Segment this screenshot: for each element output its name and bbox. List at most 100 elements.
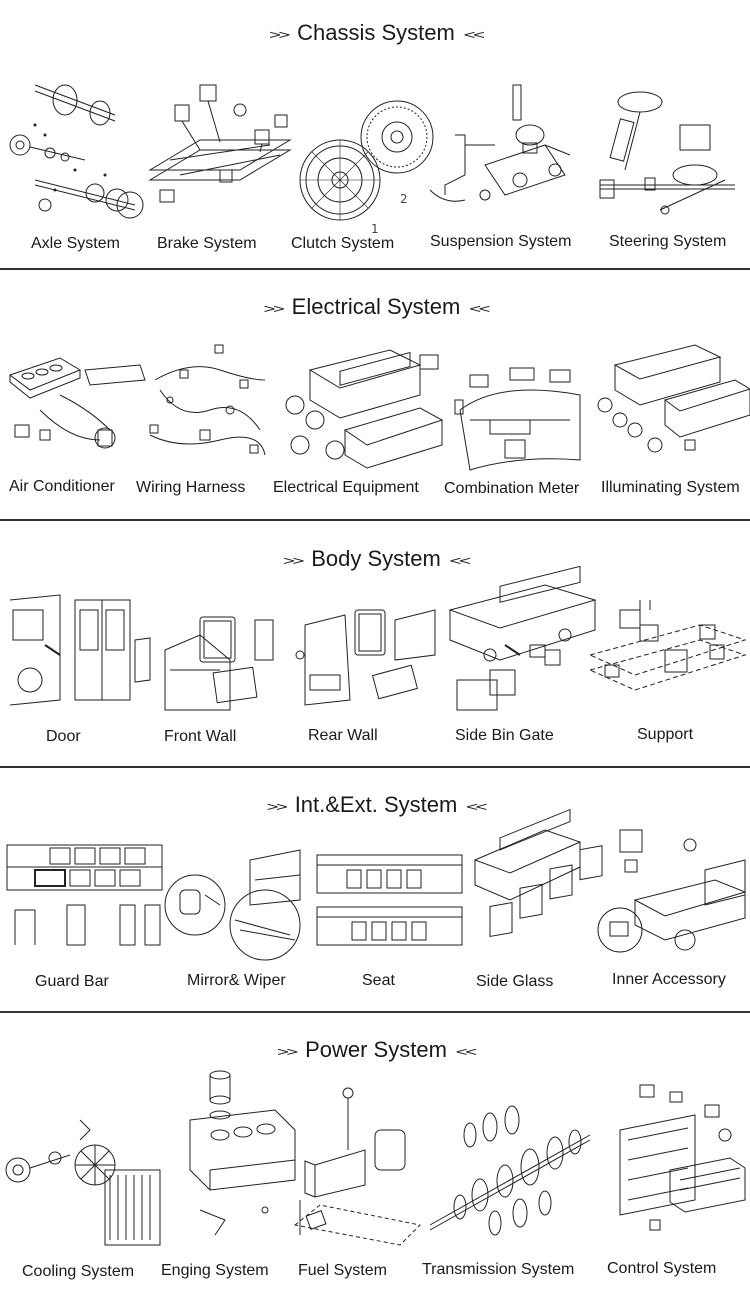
double-chevron-left-icon: << (468, 301, 491, 316)
card-label: Door (46, 728, 81, 745)
side-bin-gate-card[interactable]: Side Bin Gate (445, 565, 605, 750)
side-glass-card[interactable]: Side Glass (470, 808, 620, 995)
card-label: Axle System (31, 235, 120, 252)
air-conditioner-drawing-icon (8, 357, 146, 449)
section-title-int-ext: >> Int.&Ext. System << (0, 792, 750, 818)
card-label: Cooling System (22, 1263, 135, 1280)
card-label: Front Wall (164, 728, 237, 745)
inner-accessory-card[interactable]: Inner Accessory (595, 829, 750, 995)
guard-bar-card[interactable]: Guard Bar (5, 840, 165, 995)
guard-bar-drawing-icon (6, 844, 163, 946)
card-label: Air Conditioner (9, 478, 115, 495)
seat-drawing-icon (316, 854, 463, 946)
card-label: Seat (362, 972, 395, 989)
card-label: Side Bin Gate (455, 727, 554, 744)
cooling-drawing-icon (5, 1119, 161, 1246)
section-title-text: Chassis System (297, 20, 455, 45)
section-divider (0, 268, 750, 270)
card-label: Rear Wall (308, 727, 378, 744)
card-label: Fuel System (298, 1262, 387, 1279)
air-conditioner-card[interactable]: Air Conditioner (0, 350, 150, 500)
double-chevron-right-icon: >> (268, 27, 291, 42)
axle-drawing-icon (9, 84, 144, 219)
mirror-wiper-card[interactable]: Mirror& Wiper (160, 849, 310, 995)
clutch-drawing-icon: 1 2 (299, 100, 434, 236)
section-divider (0, 766, 750, 768)
section-divider (0, 519, 750, 521)
axle-system-card[interactable]: Axle System (5, 75, 145, 265)
fuel-system-card[interactable]: Fuel System (290, 1085, 430, 1285)
double-chevron-left-icon: << (454, 1044, 478, 1059)
card-label: Mirror& Wiper (187, 972, 286, 989)
illuminating-drawing-icon (597, 344, 750, 453)
clutch-system-card[interactable]: 1 2 Clutch System (285, 95, 435, 265)
rear-wall-drawing-icon (295, 609, 436, 706)
door-drawing-icon (9, 594, 151, 706)
double-chevron-left-icon: << (465, 799, 488, 814)
card-label: Transmission System (422, 1261, 575, 1278)
card-label: Illuminating System (601, 479, 740, 496)
section-title-electrical: >> Electrical System << (0, 294, 750, 320)
brake-drawing-icon (148, 84, 292, 203)
combination-meter-card[interactable]: Combination Meter (440, 360, 595, 500)
double-chevron-left-icon: << (462, 27, 486, 42)
support-drawing-icon (588, 600, 747, 691)
front-wall-card[interactable]: Front Wall (160, 615, 275, 750)
section-title-power: >> Power System << (0, 1037, 750, 1063)
double-chevron-right-icon: >> (276, 1044, 299, 1059)
card-label: Side Glass (476, 973, 554, 990)
section-title-text: Int.&Ext. System (294, 792, 458, 817)
section-title-text: Body System (311, 546, 441, 571)
engine-drawing-icon (189, 1070, 296, 1236)
section-title-text: Power System (305, 1037, 447, 1062)
section-title-chassis: >> Chassis System << (0, 20, 750, 46)
fuel-drawing-icon (293, 1087, 422, 1246)
inner-accessory-drawing-icon (597, 829, 747, 953)
transmission-drawing-icon (429, 1105, 591, 1236)
transmission-system-card[interactable]: Transmission System (420, 1095, 595, 1285)
card-label: Support (637, 726, 694, 743)
seat-card[interactable]: Seat (312, 845, 467, 995)
side-bin-gate-drawing-icon (448, 565, 597, 711)
combination-meter-drawing-icon (454, 367, 581, 471)
rear-wall-card[interactable]: Rear Wall (290, 605, 445, 750)
cooling-system-card[interactable]: Cooling System (0, 1100, 165, 1285)
control-system-card[interactable]: Control System (600, 1080, 750, 1285)
card-label: Inner Accessory (612, 971, 726, 988)
front-wall-drawing-icon (164, 616, 274, 711)
card-label: Control System (607, 1260, 717, 1277)
card-label: Electrical Equipment (273, 479, 419, 496)
wiring-harness-card[interactable]: Wiring Harness (136, 340, 270, 500)
suspension-drawing-icon (429, 84, 571, 202)
card-label: Combination Meter (444, 480, 580, 497)
svg-text:1: 1 (371, 222, 379, 236)
svg-text:2: 2 (400, 192, 408, 206)
brake-system-card[interactable]: Brake System (140, 80, 305, 265)
illuminating-system-card[interactable]: Illuminating System (595, 344, 750, 500)
double-chevron-right-icon: >> (265, 799, 289, 814)
steering-drawing-icon (599, 91, 735, 215)
door-card[interactable]: Door (5, 590, 155, 750)
card-label: Enging System (161, 1262, 269, 1279)
steering-system-card[interactable]: Steering System (585, 80, 750, 265)
electrical-equipment-drawing-icon (285, 349, 444, 469)
section-divider (0, 1011, 750, 1013)
double-chevron-right-icon: >> (282, 553, 305, 568)
double-chevron-left-icon: << (448, 553, 472, 568)
wiring-harness-drawing-icon (149, 344, 266, 456)
card-label: Suspension System (430, 233, 572, 250)
card-label: Steering System (609, 233, 727, 250)
card-label: Guard Bar (35, 973, 109, 990)
enging-system-card[interactable]: Enging System (161, 1060, 300, 1285)
card-label: Clutch System (291, 235, 395, 252)
card-label: Wiring Harness (136, 479, 246, 496)
double-chevron-right-icon: >> (262, 301, 286, 316)
electrical-equipment-card[interactable]: Electrical Equipment (270, 349, 445, 500)
support-card[interactable]: Support (580, 595, 750, 750)
section-title-body: >> Body System << (0, 546, 750, 572)
card-label: Brake System (157, 235, 257, 252)
section-title-text: Electrical System (291, 294, 461, 319)
side-glass-drawing-icon (473, 808, 603, 938)
suspension-system-card[interactable]: Suspension System (425, 84, 585, 265)
control-drawing-icon (619, 1084, 746, 1231)
